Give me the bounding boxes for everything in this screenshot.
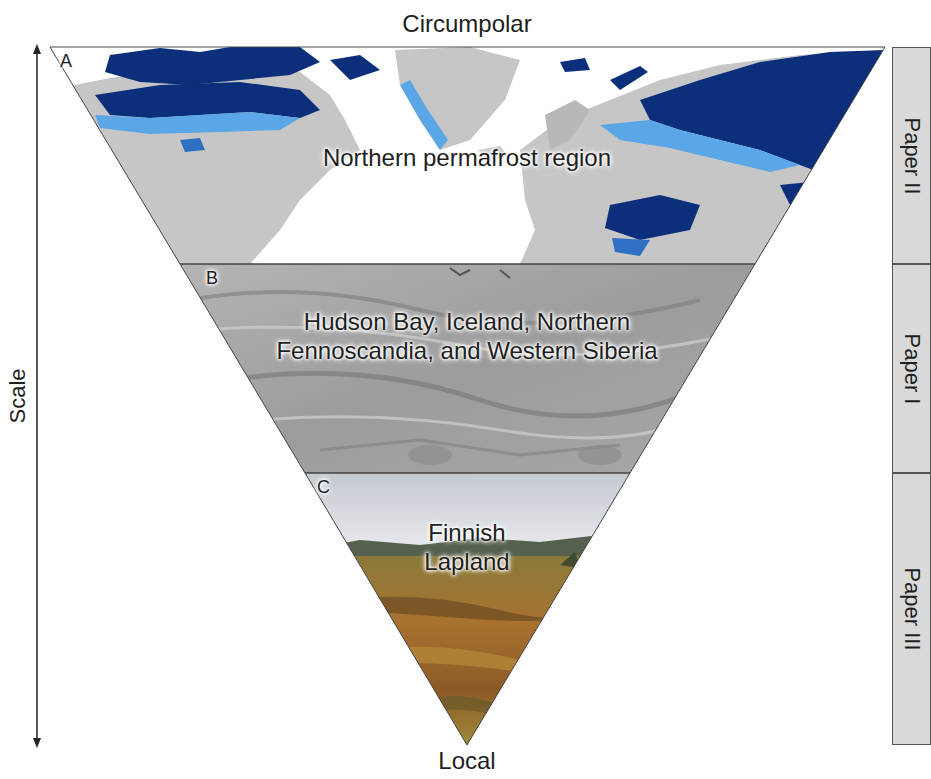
axis-label: Scale bbox=[5, 368, 31, 423]
region-label: Hudson Bay, Iceland, Northern Fennoscand… bbox=[272, 308, 662, 366]
landscape-photo bbox=[305, 473, 630, 746]
panel-letter: C bbox=[317, 477, 347, 499]
scale-bottom-label: Local bbox=[438, 747, 495, 775]
scale-top-label: Circumpolar bbox=[402, 10, 531, 38]
map-band: A Northern permafrost region bbox=[50, 47, 885, 264]
photo-band: C Finnish Lapland bbox=[305, 473, 630, 745]
band-outlines bbox=[50, 47, 885, 745]
paper-box: Paper I bbox=[892, 264, 931, 473]
permafrost-map bbox=[50, 47, 885, 264]
scale-arrow bbox=[33, 44, 41, 748]
paper-box: Paper II bbox=[892, 47, 931, 264]
region-label: Finnish Lapland bbox=[402, 519, 532, 577]
paper-label: Paper III bbox=[899, 567, 925, 650]
panel-letter: B bbox=[206, 268, 236, 290]
hillshade-relief bbox=[180, 264, 755, 473]
relief-band: B Hudson Bay, Iceland, Northern Fennoscan… bbox=[180, 264, 755, 473]
paper-label: Paper I bbox=[899, 333, 925, 404]
paper-label: Paper II bbox=[899, 117, 925, 194]
panel-letter: A bbox=[60, 51, 90, 73]
region-label: Northern permafrost region bbox=[267, 144, 667, 173]
paper-box: Paper III bbox=[892, 473, 931, 745]
